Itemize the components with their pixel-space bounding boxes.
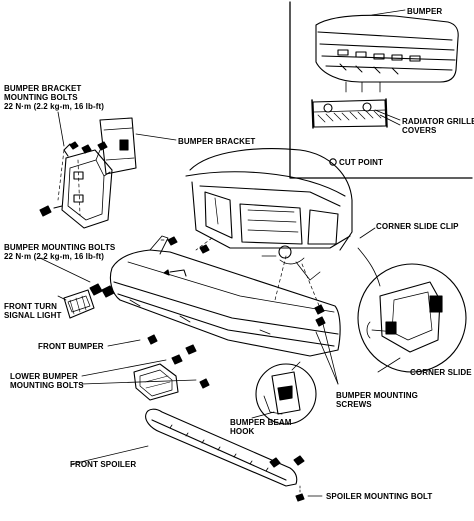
front-bumper-drawing <box>109 235 341 357</box>
label-bumper-bracket: BUMPER BRACKET <box>178 137 256 146</box>
label-front-bumper: FRONT BUMPER <box>38 342 104 351</box>
label-bumper-bracket-mounting-bolts: BUMPER BRACKET MOUNTING BOLTS 22 N·m (2.… <box>4 84 104 111</box>
label-mounting-bolts-torque: 22 N·m (2.2 kg-m, 16 lb-ft) <box>4 252 105 261</box>
label-turn-signal-line1: FRONT TURN <box>4 302 57 311</box>
car-front-body <box>185 148 353 281</box>
label-corner-slide-clip: CORNER SLIDE CLIP <box>376 222 459 231</box>
inset-leader-lines <box>371 9 406 126</box>
corner-slide-leader <box>357 247 381 287</box>
label-radiator-grille-covers-line2: COVERS <box>402 126 437 135</box>
label-lower-bolts-line2: MOUNTING BOLTS <box>10 381 84 390</box>
label-beam-hook-line1: BUMPER BEAM <box>230 418 292 427</box>
bumper-arrow <box>163 269 187 277</box>
front-spoiler-drawing <box>145 408 305 502</box>
label-radiator-grille-covers-line1: RADIATOR GRILLE <box>402 117 474 126</box>
lower-light-drawing <box>133 363 179 401</box>
corner-slide-detail <box>357 263 467 373</box>
label-corner-slide: CORNER SLIDE <box>410 368 472 377</box>
label-bracket-bolts-line1: BUMPER BRACKET <box>4 84 82 93</box>
label-lower-bumper-mounting-bolts: LOWER BUMPER MOUNTING BOLTS <box>10 372 84 390</box>
label-turn-signal-line2: SIGNAL LIGHT <box>4 311 62 320</box>
label-bracket-bolts-torque: 22 N·m (2.2 kg-m, 16 lb-ft) <box>4 102 105 111</box>
label-screws-line1: BUMPER MOUNTING <box>336 391 418 400</box>
inset-bumper <box>315 14 459 93</box>
label-spoiler-mounting-bolt: SPOILER MOUNTING BOLT <box>326 492 433 501</box>
bracket-bolts <box>39 141 108 217</box>
turn-signal-light-drawing <box>63 289 95 319</box>
inset-grille-covers <box>311 98 388 129</box>
label-beam-hook-line2: HOOK <box>230 427 255 436</box>
bumper-bracket-drawing <box>61 117 137 229</box>
inset-panel <box>289 1 473 179</box>
label-cut-point: CUT POINT <box>339 158 384 167</box>
label-bumper-mounting-bolts: BUMPER MOUNTING BOLTS 22 N·m (2.2 kg-m, … <box>4 243 115 261</box>
label-lower-bolts-line1: LOWER BUMPER <box>10 372 78 381</box>
label-bumper: BUMPER <box>407 7 443 16</box>
beam-hook-detail <box>255 363 317 425</box>
label-front-spoiler: FRONT SPOILER <box>70 460 137 469</box>
label-radiator-grille-covers: RADIATOR GRILLE COVERS <box>402 117 474 135</box>
leader-lines <box>39 111 401 497</box>
label-bumper-beam-hook: BUMPER BEAM HOOK <box>230 418 292 436</box>
label-bumper-mounting-screws: BUMPER MOUNTING SCREWS <box>336 391 418 409</box>
bumper-bolts <box>89 236 326 389</box>
label-bracket-bolts-line2: MOUNTING BOLTS <box>4 93 78 102</box>
label-front-turn-signal-light: FRONT TURN SIGNAL LIGHT <box>4 302 62 320</box>
label-mounting-bolts-line1: BUMPER MOUNTING BOLTS <box>4 243 116 252</box>
label-screws-line2: SCREWS <box>336 400 372 409</box>
beam-hook-leader <box>291 361 301 371</box>
